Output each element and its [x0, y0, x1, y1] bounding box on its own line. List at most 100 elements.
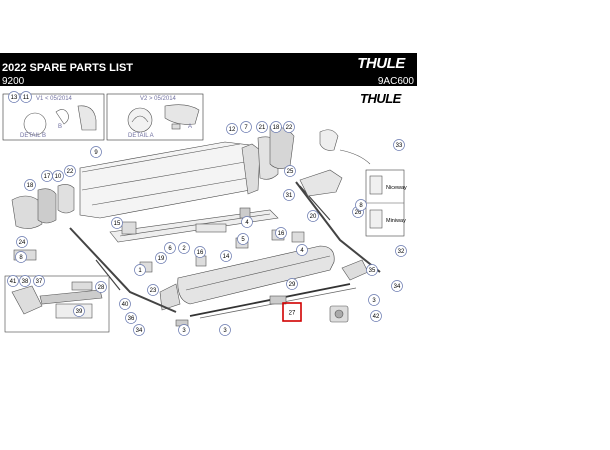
- callout-circle: [240, 121, 252, 133]
- callout-number: 24: [19, 240, 26, 246]
- callout-circle: [133, 324, 145, 336]
- callout-number: 16: [278, 231, 285, 237]
- callout-circle: [194, 246, 206, 258]
- detail-a-version: V2 > 05/2014: [140, 96, 177, 102]
- callout-circle: [15, 251, 27, 263]
- callout-circle: [391, 280, 403, 292]
- arm-left: [69, 227, 177, 313]
- arm-right: [295, 181, 381, 273]
- brand-logo-text: THULE: [357, 55, 405, 72]
- callout-circle: [283, 121, 295, 133]
- callout-number: 22: [67, 169, 74, 175]
- callout-circle: [134, 264, 146, 276]
- callout-number: 42: [373, 314, 380, 320]
- callout-circle: [178, 324, 190, 336]
- callout-circle: [147, 284, 159, 296]
- callout-number: 11: [23, 95, 30, 101]
- callout-circle: [275, 227, 287, 239]
- inset-label-miniway: Miniway: [386, 218, 406, 224]
- callout-number: 14: [223, 254, 230, 260]
- exploded-parts-diagram: V1 < 05/2014 DETAIL B B V2 > 05/2014 DET…: [2, 91, 407, 336]
- callout-number: 36: [128, 316, 135, 322]
- callout-circle: [270, 121, 282, 133]
- callout-number: 21: [259, 125, 266, 131]
- brand-logo-small: THULE: [360, 91, 401, 106]
- callout-number: 34: [136, 328, 143, 334]
- callout-circle: [393, 139, 405, 151]
- callout-circle: [370, 310, 382, 322]
- callout-circle: [237, 233, 249, 245]
- callout-number: 22: [286, 125, 293, 131]
- callout-circle: [284, 165, 296, 177]
- callout-number: 28: [98, 285, 105, 291]
- highlight-part-27-box: [282, 302, 302, 322]
- callout-number: 8: [19, 255, 23, 261]
- model-number: 9200: [2, 76, 25, 87]
- callout-number: 2: [182, 246, 186, 252]
- callout-circle: [286, 278, 298, 290]
- callout-number: 20: [310, 214, 317, 220]
- detail-b-box: [2, 93, 105, 141]
- callout-circle: [220, 250, 232, 262]
- header-bar: 2022 SPARE PARTS LIST 9200 9AC600 THULE: [0, 53, 417, 87]
- callout-number: 9: [94, 150, 98, 156]
- callout-circle: [368, 294, 380, 306]
- callout-number: 7: [244, 125, 248, 131]
- detail-b-version: V1 < 05/2014: [36, 96, 73, 102]
- highlight-part-27-label: 27: [289, 311, 296, 317]
- callout-number: 38: [22, 279, 29, 285]
- callout-circle: [52, 170, 64, 182]
- callout-circle: [90, 146, 102, 158]
- callout-number: 37: [36, 279, 43, 285]
- callout-number: 4: [300, 248, 304, 254]
- callout-number: 12: [229, 127, 236, 133]
- callout-number: 13: [11, 95, 18, 101]
- callout-number: 8: [359, 203, 363, 209]
- callout-number: 17: [44, 174, 51, 180]
- callout-number: 15: [114, 221, 121, 227]
- callout-number: 34: [394, 284, 401, 290]
- callout-number: 19: [158, 256, 165, 262]
- callout-circle: [95, 281, 107, 293]
- callout-circle: [8, 91, 20, 103]
- callout-number: 31: [286, 193, 293, 199]
- callout-number: 41: [10, 279, 17, 285]
- callout-number: 1: [138, 268, 142, 274]
- detail-a-letter: A: [188, 124, 192, 130]
- callout-circle: [178, 242, 190, 254]
- callout-number: 39: [76, 309, 83, 315]
- callout-circle: [7, 275, 19, 287]
- callout-circle: [307, 210, 319, 222]
- callout-circle: [164, 242, 176, 254]
- callout-circle: [256, 121, 268, 133]
- part-code: 9AC600: [377, 76, 414, 87]
- page-title: 2022 SPARE PARTS LIST: [2, 62, 134, 74]
- callout-circle: [283, 189, 295, 201]
- callout-number: 26: [355, 210, 362, 216]
- callout-number: 29: [289, 282, 296, 288]
- callout-circle: [111, 217, 123, 229]
- callout-circle: [395, 245, 407, 257]
- brand-logo: THULE: [351, 55, 411, 73]
- callout-number: 18: [273, 125, 280, 131]
- inset-label-niceway: Niceway: [386, 185, 407, 191]
- callout-circle: [20, 91, 32, 103]
- awning-cassette: [79, 141, 251, 219]
- callout-number: 23: [150, 288, 157, 294]
- callout-circle: [155, 252, 167, 264]
- callout-number: 6: [168, 246, 172, 252]
- callout-circle: [24, 179, 36, 191]
- callout-circle: [64, 165, 76, 177]
- detail-b-label: DETAIL B: [20, 133, 46, 139]
- callout-circle: [19, 275, 31, 287]
- callout-circle: [73, 305, 85, 317]
- front-profile: [177, 245, 335, 305]
- callout-number: 10: [55, 174, 62, 180]
- callout-circle: [241, 216, 253, 228]
- callout-circle: [296, 244, 308, 256]
- callout-number: 4: [245, 220, 249, 226]
- callout-circle: [366, 264, 378, 276]
- callout-circle: [125, 312, 137, 324]
- callout-number: 18: [27, 183, 34, 189]
